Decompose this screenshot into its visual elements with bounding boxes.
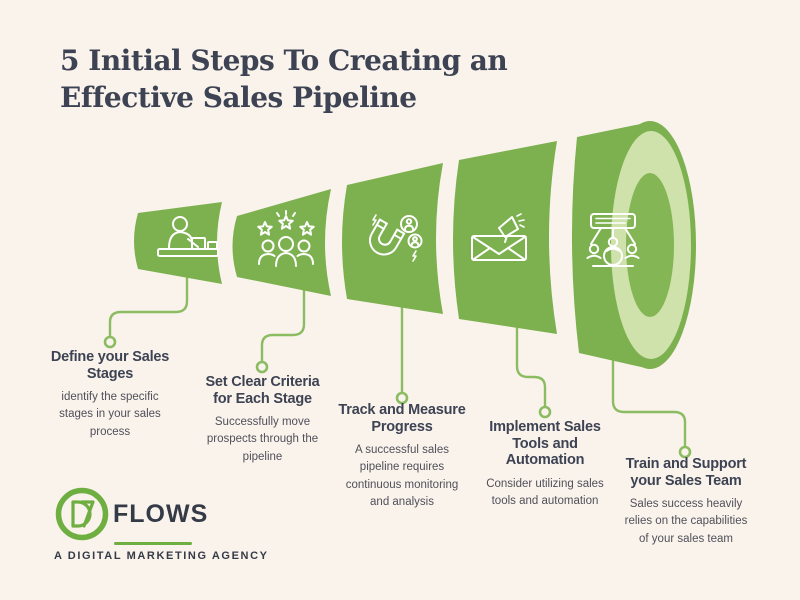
step-5-title: Train and Support your Sales Team — [625, 456, 747, 489]
page-title-line1: 5 Initial Steps To Creating an — [60, 44, 508, 77]
step-1-description: identify the specific stages in your sal… — [59, 391, 161, 438]
connector-node-2 — [255, 360, 269, 374]
connector-node-5 — [678, 445, 692, 459]
email-megaphone-icon — [471, 213, 527, 261]
page-title: 5 Initial Steps To Creating an Effective… — [60, 42, 508, 116]
step-2: Set Clear Criteria for Each Stage Succes… — [175, 374, 350, 466]
step-2-title: Set Clear Criteria for Each Stage — [205, 374, 320, 407]
brand-logo: FLOWS A DIGITAL MARKETING AGENCY — [54, 486, 269, 562]
funnel-opening-inner — [626, 173, 674, 317]
step-3-description: A successful sales pipeline requires con… — [345, 444, 459, 508]
step-5-description: Sales success heavily relies on the capa… — [624, 498, 748, 545]
team-stars-icon — [257, 210, 315, 267]
logo-underline — [114, 542, 192, 545]
step-1-title: Define your Sales Stages — [50, 349, 170, 382]
step-3: Track and Measure Progress A successful … — [311, 402, 493, 511]
step-3-title: Track and Measure Progress — [338, 402, 466, 435]
connector-line-1 — [108, 272, 189, 338]
step-5: Train and Support your Sales Team Sales … — [591, 456, 781, 548]
funnel-icons — [157, 210, 640, 267]
step-4-description: Consider utilizing sales tools and autom… — [486, 477, 604, 507]
connector-line-2 — [260, 287, 306, 363]
funnel-segment-1 — [134, 202, 222, 284]
step-4: Implement Sales Tools and Automation Con… — [454, 419, 636, 510]
page-title-line2: Effective Sales Pipeline — [60, 81, 417, 114]
connector-node-1 — [103, 335, 117, 349]
step-1: Define your Sales Stages identify the sp… — [25, 349, 195, 441]
connector-node-3 — [395, 391, 409, 405]
sales-training-icon — [586, 213, 640, 267]
salesperson-desk-icon — [157, 216, 219, 257]
step-4-title: Implement Sales Tools and Automation — [489, 419, 601, 469]
magnet-leads-icon — [369, 214, 423, 262]
step-2-description: Successfully move prospects through the … — [206, 416, 319, 463]
logo-monogram-icon — [55, 487, 109, 541]
connector-line-5 — [611, 354, 687, 448]
connector-lines — [103, 272, 692, 459]
logo-tagline: A DIGITAL MARKETING AGENCY — [54, 550, 269, 562]
logo-wordmark: FLOWS — [113, 499, 209, 528]
funnel-segments — [134, 121, 696, 369]
funnel-segment-2 — [232, 189, 331, 296]
connector-line-4 — [515, 325, 547, 408]
connector-node-4 — [538, 405, 552, 419]
logo-row: FLOWS — [54, 486, 269, 542]
